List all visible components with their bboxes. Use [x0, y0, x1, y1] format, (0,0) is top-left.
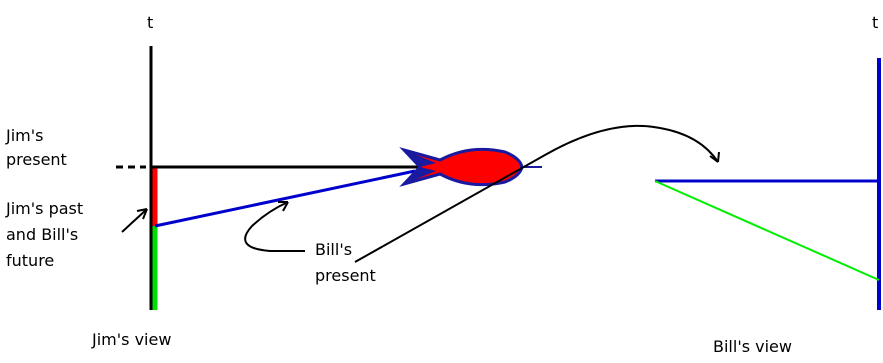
jim-time-axis-label: t — [147, 13, 153, 32]
past-label-arrow — [122, 209, 147, 232]
jim-past-label-line3: future — [6, 251, 54, 270]
bill-present-line — [155, 171, 415, 226]
bill-present-curved-arrow — [245, 202, 305, 251]
jim-present-label-line1: Jim's — [5, 126, 43, 145]
jim-past-label-line1: Jim's past — [5, 199, 83, 218]
bill-time-axis-label: t — [872, 13, 878, 32]
jim-present-slanted — [655, 181, 879, 280]
jim-past-label-line2: and Bill's — [6, 225, 78, 244]
rocket — [404, 149, 542, 184]
bill-present-label-line2: present — [315, 266, 376, 285]
bill-view-caption: Bill's view — [713, 337, 792, 356]
bill-present-label-line1: Bill's — [315, 240, 352, 259]
connector-arrow — [355, 126, 718, 262]
jim-present-label-line2: present — [6, 150, 67, 169]
rocket-body — [404, 149, 522, 184]
jim-view-caption: Jim's view — [91, 330, 171, 349]
